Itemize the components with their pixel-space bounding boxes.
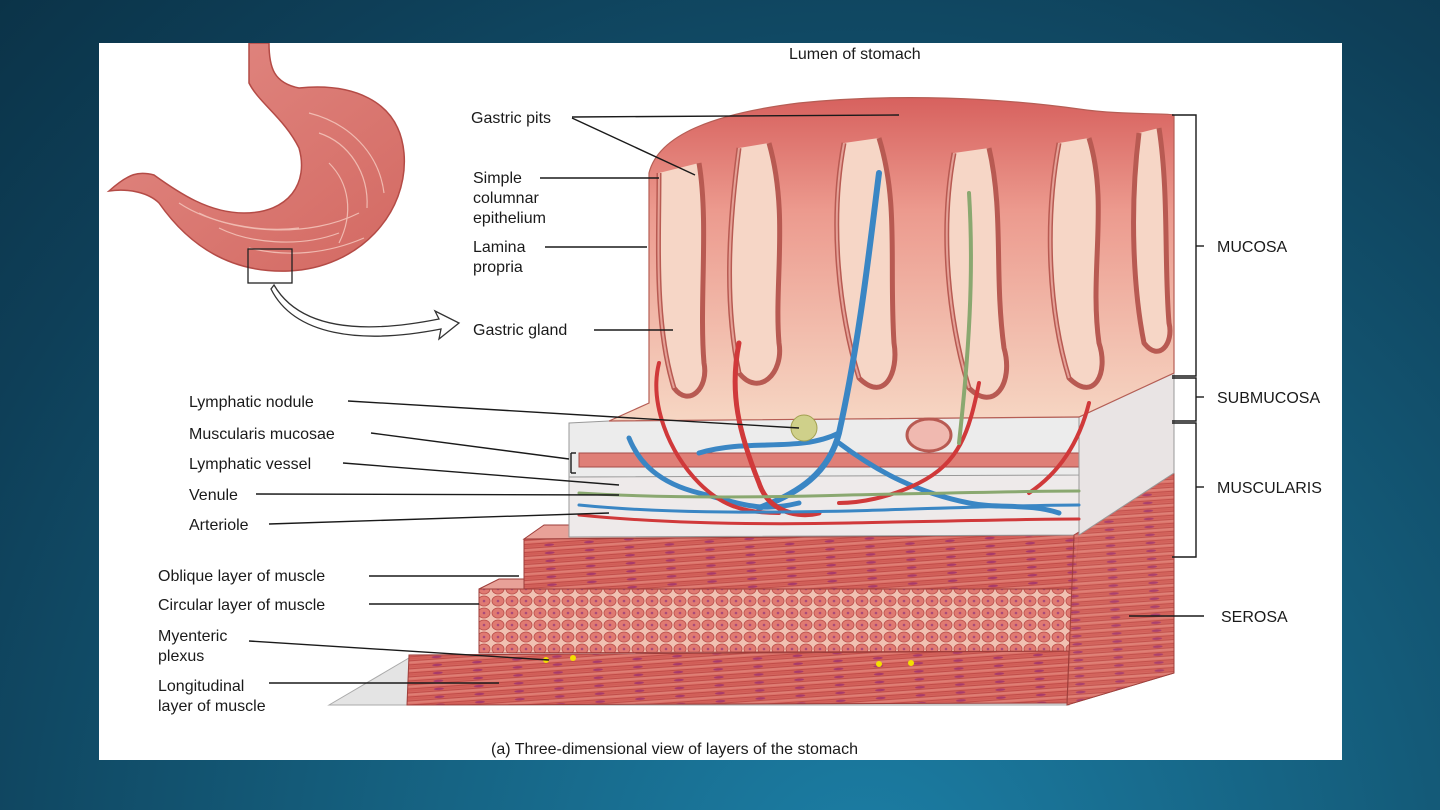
label-propria: propria bbox=[473, 259, 523, 276]
label-gastric-gland: Gastric gland bbox=[473, 322, 567, 339]
label-myenteric: Myenteric bbox=[158, 628, 227, 645]
arrow-icon bbox=[270, 283, 461, 341]
label-submucosa: SUBMUCOSA bbox=[1217, 390, 1320, 407]
tissue-block bbox=[327, 97, 1175, 706]
gastric-glands bbox=[655, 127, 1173, 400]
stomach-layers-figure: Lumen of stomach Gastric pits Simple col… bbox=[99, 43, 1342, 760]
label-epithelium: epithelium bbox=[473, 210, 546, 227]
blood-vessels bbox=[577, 170, 1091, 526]
label-columnar: columnar bbox=[473, 190, 539, 207]
label-gastric-pits: Gastric pits bbox=[471, 110, 551, 127]
oblique-muscle-block bbox=[523, 534, 1075, 590]
label-muscularis-mucosae: Muscularis mucosae bbox=[189, 426, 335, 443]
label-plexus: plexus bbox=[158, 648, 204, 665]
label-venule: Venule bbox=[189, 487, 238, 504]
label-lamina: Lamina bbox=[473, 239, 526, 256]
label-lymphatic-nodule: Lymphatic nodule bbox=[189, 394, 314, 411]
inset-box bbox=[247, 248, 293, 284]
label-lumen: Lumen of stomach bbox=[789, 46, 921, 63]
leader-lines bbox=[248, 114, 1204, 684]
label-oblique: Oblique layer of muscle bbox=[158, 568, 325, 585]
label-simple: Simple bbox=[473, 170, 522, 187]
stomach-shape bbox=[106, 43, 406, 272]
label-arteriole: Arteriole bbox=[189, 517, 249, 534]
label-mucosa: MUCOSA bbox=[1217, 239, 1288, 256]
label-longitudinal: Longitudinal bbox=[158, 678, 244, 695]
label-serosa: SEROSA bbox=[1221, 609, 1288, 626]
stomach-inset bbox=[106, 43, 461, 341]
label-layer-of-muscle: layer of muscle bbox=[158, 698, 266, 715]
figure-caption: (a) Three-dimensional view of layers of … bbox=[491, 741, 858, 758]
label-circular: Circular layer of muscle bbox=[158, 597, 325, 614]
circular-muscle-block bbox=[478, 588, 1075, 654]
longitudinal-muscle-block bbox=[406, 650, 1070, 706]
stomach-diagram-svg: Lumen of stomach Gastric pits Simple col… bbox=[106, 43, 1322, 758]
label-lymphatic-vessel: Lymphatic vessel bbox=[189, 456, 311, 473]
label-muscularis: MUSCULARIS bbox=[1217, 480, 1322, 497]
